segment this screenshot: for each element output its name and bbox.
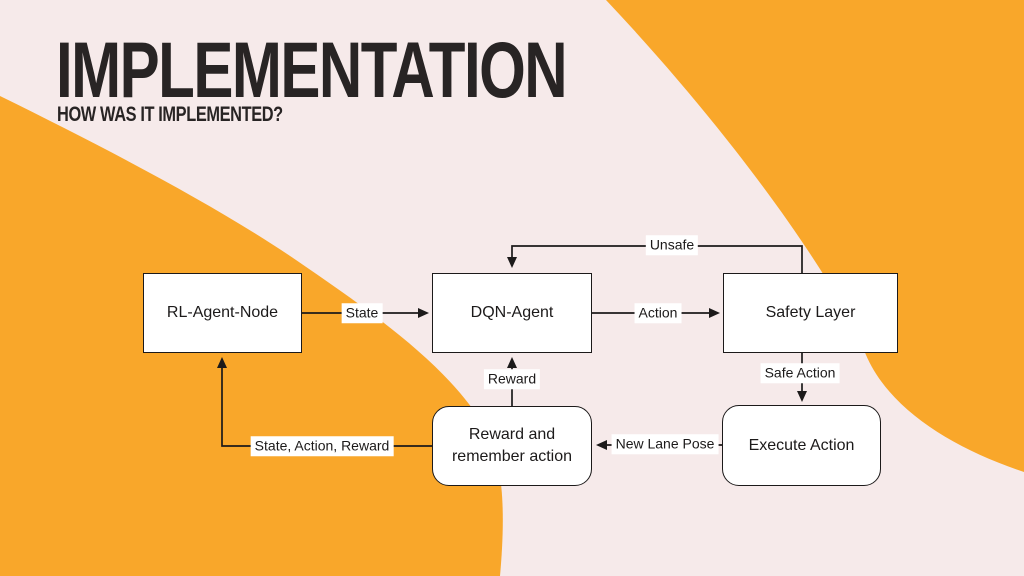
- edge-label-state-action-reward: State, Action, Reward: [250, 436, 394, 456]
- edge-label-action: Action: [634, 303, 682, 323]
- node-execute-action: Execute Action: [722, 405, 881, 486]
- node-label: DQN-Agent: [470, 304, 554, 322]
- slide-title: IMPLEMENTATION: [56, 25, 568, 114]
- slide-subtitle: HOW WAS IT IMPLEMENTED?: [57, 103, 283, 126]
- node-label: RL-Agent-Node: [166, 304, 279, 322]
- node-label: Reward and remember action: [451, 426, 573, 465]
- edge-label-unsafe: Unsafe: [645, 235, 699, 255]
- background-blob-top-right: [606, 0, 1024, 472]
- edge-state-action-reward-arrow: [217, 357, 432, 447]
- node-label: Execute Action: [748, 436, 855, 454]
- edge-label-reward: Reward: [483, 369, 541, 389]
- node-rl-agent-node: RL-Agent-Node: [143, 273, 302, 353]
- edge-label-safe-action: Safe Action: [760, 363, 840, 383]
- node-reward-remember-action: Reward and remember action: [432, 406, 592, 486]
- node-dqn-agent: DQN-Agent: [432, 273, 592, 353]
- node-label: Safety Layer: [765, 304, 856, 322]
- node-safety-layer: Safety Layer: [723, 273, 898, 353]
- edge-label-new-lane-pose: New Lane Pose: [611, 434, 719, 454]
- edge-label-state: State: [341, 303, 383, 323]
